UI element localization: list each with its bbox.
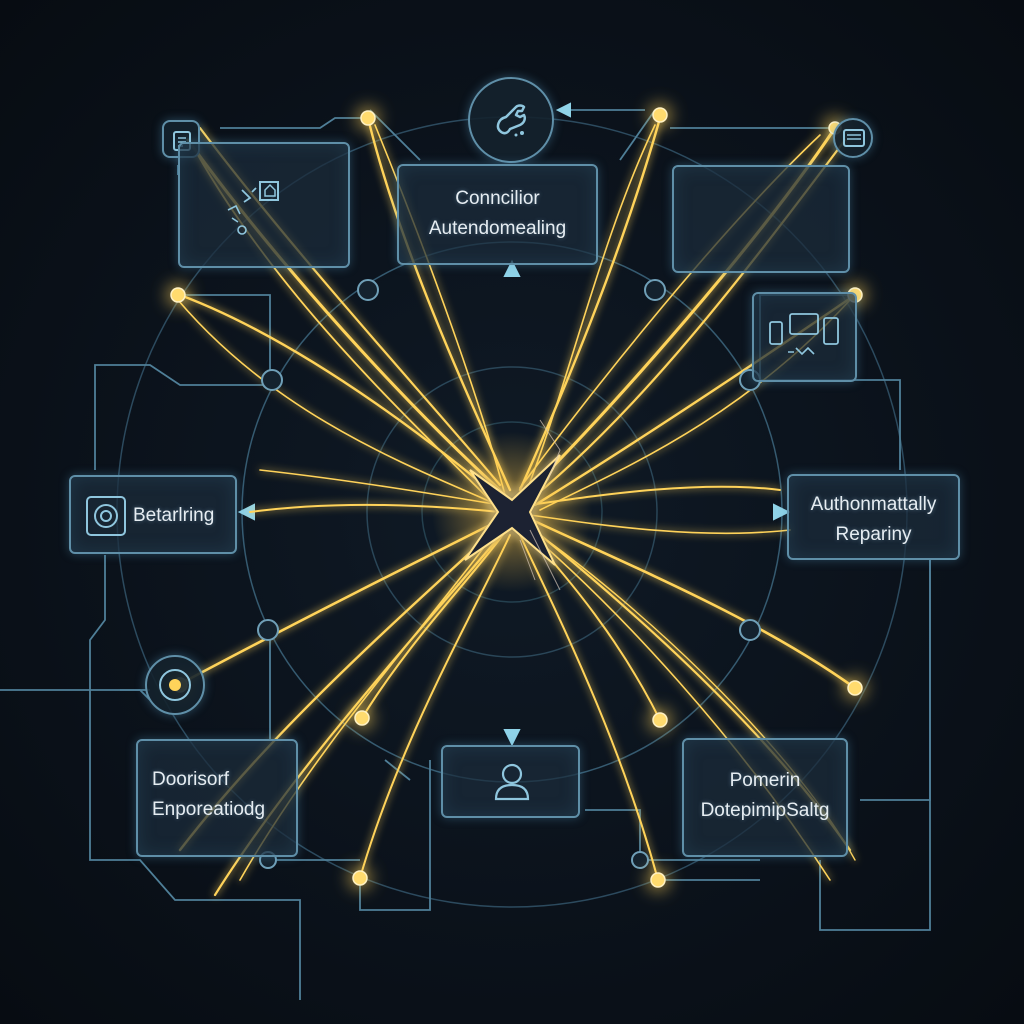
user-icon: [494, 763, 530, 801]
glow-dot: [354, 710, 370, 726]
junction-dot: [631, 851, 649, 869]
glow-dot: [170, 287, 186, 303]
arrowhead-down: [503, 729, 521, 747]
right-node[interactable]: Authonmattally Repariny: [787, 474, 960, 560]
bottom-left-node[interactable]: Doorisorf Enporeatiodg: [136, 739, 298, 857]
arrowhead-up: [503, 259, 521, 277]
target-icon: [159, 669, 191, 701]
glow-dot: [352, 870, 368, 886]
core-cross: [464, 454, 561, 566]
top-left-box[interactable]: [178, 142, 350, 268]
bottom-left-line1: Doorisorf: [152, 769, 230, 790]
junction-dot: [261, 369, 283, 391]
core: [432, 419, 592, 592]
left-node[interactable]: Betarlring: [69, 475, 237, 554]
bottom-right-line1: Pomerin: [729, 770, 801, 791]
glow-dot: [652, 107, 668, 123]
junctions: [257, 279, 761, 869]
glow-dot: [652, 712, 668, 728]
arrowhead-right: [773, 503, 791, 521]
arrowhead-top-right: [555, 102, 571, 118]
bottom-left-node-label: Doorisorf Enporeatiodg: [152, 765, 292, 825]
glow-dot: [847, 680, 863, 696]
right-line2: Repariny: [835, 524, 912, 545]
right-small-box[interactable]: [752, 292, 857, 382]
gear-target-icon: [86, 496, 126, 536]
bottom-right-node[interactable]: Pomerin DotepimipSaltg: [682, 738, 848, 857]
wrench-icon: [496, 104, 527, 137]
bottom-center-node[interactable]: [441, 745, 580, 818]
top-right-corner-node[interactable]: [833, 118, 873, 158]
left-node-label: Betarlring: [133, 505, 215, 526]
devices-icon: [769, 313, 839, 356]
bottom-right-line2: DotepimipSaltg: [700, 800, 830, 821]
top-center-line2: Autendomealing: [428, 218, 567, 239]
glow-dot: [360, 110, 376, 126]
top-center-line1: Conncilior: [455, 188, 540, 209]
core-fracture-lines: [519, 419, 561, 591]
junction-dot: [357, 279, 379, 301]
top-center-node[interactable]: Conncilior Autendomealing: [397, 164, 598, 265]
bottom-right-node-label: Pomerin DotepimipSaltg: [684, 766, 846, 826]
junction-dot: [644, 279, 666, 301]
panel-icon: [843, 129, 865, 147]
right-line1: Authonmattally: [810, 494, 937, 515]
top-center-node-label: Conncilior Autendomealing: [399, 184, 596, 244]
junction-dot: [739, 619, 761, 641]
top-right-box[interactable]: [672, 165, 850, 273]
junction-dot: [257, 619, 279, 641]
top-hub[interactable]: [468, 77, 554, 163]
bottom-left-line2: Enporeatiodg: [152, 799, 266, 820]
right-node-label: Authonmattally Repariny: [789, 490, 958, 550]
glow-dot: [650, 872, 666, 888]
bottom-left-hub[interactable]: [145, 655, 205, 715]
network-sketch-icon: [227, 181, 279, 235]
